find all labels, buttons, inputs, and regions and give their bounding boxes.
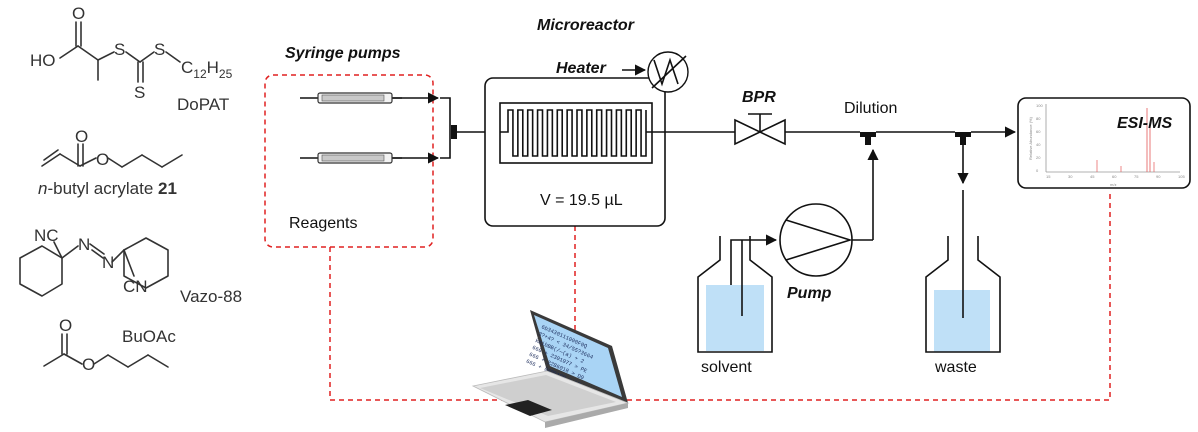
butyl-acrylate-structure: O O n-butyl acrylate 21 (38, 127, 183, 198)
ba-o1: O (75, 127, 88, 146)
spectrum-y-tick: 80 (1036, 116, 1041, 121)
dopat-s2: S (134, 83, 145, 102)
spectrum-x-tick: 15 (1046, 174, 1051, 179)
pump-symbol (779, 203, 853, 277)
vazo-88-structure: NC N N CN Vazo-88 (19, 226, 242, 306)
dopat-h-sub: 25 (219, 67, 233, 81)
ba-o2: O (96, 150, 109, 169)
spectrum-x-tick: 105 (1178, 174, 1185, 179)
ba-prefix: n (38, 179, 47, 198)
syringe-pumps-label: Syringe pumps (285, 45, 401, 62)
dilution-label: Dilution (844, 100, 897, 117)
spectrum-y-ticks: 100 80 60 40 20 0 (1036, 103, 1043, 173)
spectrum-x-tick: 60 (1112, 174, 1117, 179)
vazo-nc: NC (34, 226, 59, 245)
syringe-pumps-box (264, 74, 434, 248)
spectrum-x-ticks: 15 30 45 60 75 90 105 (1046, 174, 1185, 179)
buoac-name: BuOAc (122, 327, 176, 346)
spectrum-y-tick: 100 (1036, 103, 1043, 108)
microreactor-label: Microreactor (537, 17, 635, 34)
buoac-o1: O (59, 316, 72, 335)
solvent-label: solvent (701, 359, 752, 376)
dopat-structure: O HO S S S C12H25 DoPAT (30, 4, 233, 114)
split-tee (955, 132, 971, 137)
svg-text:C12H25: C12H25 (181, 58, 233, 81)
waste-label: waste (934, 359, 977, 376)
dopat-ho: HO (30, 51, 56, 70)
vazo-cn: CN (123, 277, 148, 296)
control-link (329, 190, 1111, 401)
merge-line (440, 97, 451, 159)
syringe-bottom (300, 152, 402, 164)
vazo-n1: N (78, 235, 90, 254)
volume-label: V = 19.5 µL (540, 192, 623, 209)
heater-label: Heater (556, 60, 607, 77)
dopat-c-sub: 12 (193, 67, 207, 81)
svg-text:n-butyl acrylate 21: n-butyl acrylate 21 (38, 179, 177, 198)
buoac-structure: O O BuOAc (43, 316, 176, 374)
bpr-valve (734, 113, 786, 146)
spectrum-y-tick: 20 (1036, 155, 1041, 160)
spectrum-y-tick: 60 (1036, 129, 1041, 134)
syringe-top (300, 92, 402, 104)
dopat-s1: S (114, 40, 125, 59)
spectrum-x-label: m/z (1110, 182, 1116, 187)
dopat-o: O (72, 4, 85, 23)
bpr-label: BPR (742, 89, 776, 106)
serpentine-channel (500, 109, 652, 157)
solvent-bottle (697, 236, 773, 353)
dopat-h: H (207, 58, 219, 77)
spectrum-x-tick: 90 (1156, 174, 1161, 179)
reagents-label: Reagents (289, 215, 358, 232)
heater-symbol (647, 51, 689, 93)
esi-ms-instrument: Relative Abundance (%) 100 80 60 40 20 0 15 30… (1017, 97, 1191, 189)
vazo-n2: N (102, 253, 114, 272)
waste-bottle (925, 190, 1001, 353)
dopat-name: DoPAT (177, 95, 229, 114)
spectrum-x-tick: 30 (1068, 174, 1073, 179)
dilution-tee (860, 132, 876, 137)
t-mixer (451, 125, 457, 139)
dopat-c: C (181, 58, 193, 77)
vazo-name: Vazo-88 (180, 287, 242, 306)
dopat-s3: S (154, 40, 165, 59)
spectrum-y-tick: 40 (1036, 142, 1041, 147)
ba-name: -butyl acrylate (47, 179, 158, 198)
spectrum-x-tick: 75 (1134, 174, 1139, 179)
buoac-o2: O (82, 355, 95, 374)
esi-ms-label: ESI-MS (1117, 115, 1172, 132)
spectrum-x-tick: 45 (1090, 174, 1095, 179)
ba-number: 21 (158, 179, 177, 198)
spectrum-y-tick: 0 (1036, 168, 1039, 173)
spectrum-y-label: Relative Abundance (%) (1028, 116, 1033, 160)
pump-label: Pump (787, 285, 832, 302)
